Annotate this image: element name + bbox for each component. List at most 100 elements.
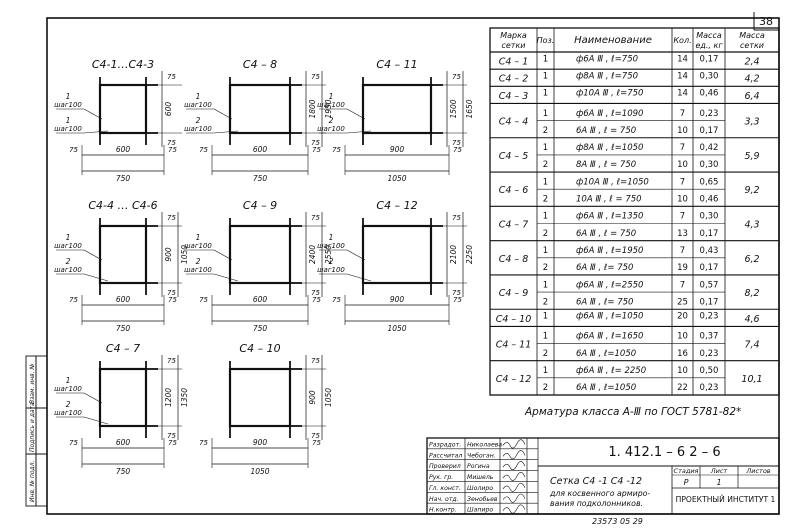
role-label: Рассчитал: [429, 452, 462, 459]
signature-mark: [502, 439, 526, 449]
sheets-label: Листов: [745, 467, 770, 475]
line-quantity: 7: [680, 109, 685, 119]
line-name: ф6А Ⅲ , ℓ= 2250: [576, 366, 646, 376]
position-2-step: шаг100: [317, 125, 345, 133]
line-unit-mass: 0,30: [700, 160, 719, 170]
dim-width-total: 1050: [387, 174, 406, 183]
role-name: Зенобьев: [467, 495, 498, 503]
position-2-label: 2: [66, 257, 71, 266]
header-mark-line2: сетки: [501, 41, 525, 50]
dim-right-overhang: 75: [312, 439, 321, 447]
dim-left-overhang: 75: [69, 146, 78, 154]
line-position: 2: [543, 383, 548, 393]
line-unit-mass: 0,23: [700, 383, 719, 393]
signature-mark: [502, 450, 526, 460]
line-position: 1: [543, 246, 548, 256]
row-mark: С4 – 9: [499, 288, 529, 299]
position-1-step: шаг100: [184, 242, 212, 250]
dim-bottom-overhang: 75: [167, 432, 176, 440]
row-mark: С4 – 12: [496, 374, 532, 385]
dim-height-inner: 900: [164, 247, 173, 262]
line-quantity: 19: [677, 263, 688, 273]
role-label: Рук. гр.: [429, 474, 453, 481]
dim-bottom-overhang: 75: [452, 289, 461, 297]
dim-height-total: 1050: [324, 388, 333, 407]
position-1-label: 1: [66, 233, 71, 242]
stamp-signature-date-label: Подпись и дата: [29, 402, 36, 452]
dim-left-overhang: 75: [332, 296, 341, 304]
line-position: 1: [543, 312, 548, 322]
dim-height-inner: 2400: [308, 245, 317, 264]
dim-width-inner: 600: [116, 295, 131, 304]
dim-left-overhang: 75: [199, 296, 208, 304]
row-mesh-mass: 8,2: [744, 288, 759, 299]
dim-height-total: 1050: [180, 245, 189, 264]
role-label: Нач. отд.: [429, 496, 459, 503]
header-unit-mass-line2: ед., кг: [695, 41, 723, 50]
line-name: ф10А Ⅲ , ℓ=1050: [576, 177, 649, 187]
dim-height-inner: 2100: [449, 245, 458, 264]
position-1-label: 1: [329, 92, 334, 101]
leader-line: [83, 416, 109, 425]
position-2-step: шаг100: [184, 266, 212, 274]
line-quantity: 14: [677, 72, 688, 82]
line-quantity: 7: [680, 143, 685, 153]
position-2-label: 2: [329, 257, 334, 266]
role-name: Рогина: [467, 463, 490, 470]
line-name: 6А Ⅲ , ℓ= 750: [576, 297, 633, 307]
line-unit-mass: 0,17: [700, 126, 719, 136]
line-quantity: 7: [680, 212, 685, 222]
line-unit-mass: 0,43: [700, 246, 719, 256]
role-name: Шапиро: [467, 507, 493, 514]
role-name: Чебоган.: [467, 451, 496, 459]
line-position: 1: [543, 212, 548, 222]
sheet-value: 1: [716, 478, 721, 487]
row-mesh-mass: 5,9: [744, 151, 759, 162]
line-unit-mass: 0,23: [700, 109, 719, 119]
row-mark: С4 – 7: [499, 220, 529, 231]
row-mesh-mass: 9,2: [744, 185, 759, 196]
header-unit-mass-line1: Масса: [696, 31, 722, 40]
mesh-outline: [361, 83, 433, 135]
line-unit-mass: 0,42: [700, 143, 719, 153]
line-unit-mass: 0,23: [700, 312, 719, 322]
dim-width-inner: 900: [390, 145, 405, 154]
line-position: 1: [543, 72, 548, 82]
dim-top-overhang: 75: [452, 214, 461, 222]
position-1-step: шаг100: [317, 101, 345, 109]
mesh-title: С4 – 7: [106, 342, 140, 355]
line-position: 1: [543, 109, 548, 119]
line-position: 1: [543, 89, 548, 99]
line-position: 2: [543, 297, 548, 307]
header-mesh-mass-line1: Масса: [739, 31, 765, 40]
header-mark-line1: Марка: [500, 31, 527, 40]
position-2-step: шаг100: [54, 409, 82, 417]
archive-number: 23573 05 29: [592, 517, 643, 526]
line-unit-mass: 0,30: [700, 212, 719, 222]
dim-right-overhang: 75: [168, 146, 177, 154]
role-name: Николаева: [467, 441, 502, 448]
position-2-label: 2: [196, 257, 201, 266]
line-name: 6А Ⅲ , ℓ = 750: [576, 126, 636, 136]
line-name: 6А Ⅲ , ℓ= 750: [576, 263, 633, 273]
row-mark: С4 – 6: [499, 185, 529, 196]
dim-height-total: 1350: [180, 388, 189, 407]
dim-bottom-overhang: 75: [167, 139, 176, 147]
dim-width-total: 1050: [387, 324, 406, 333]
leader-line: [83, 108, 103, 120]
row-mesh-mass: 10,1: [741, 374, 762, 385]
line-quantity: 10: [677, 332, 688, 342]
dim-width-total: 750: [253, 174, 268, 183]
line-quantity: 25: [677, 297, 688, 307]
stage-label: Стадия: [674, 467, 699, 475]
row-mark: С4 – 3: [499, 91, 529, 102]
line-quantity: 7: [680, 280, 685, 290]
position-1-label: 1: [66, 376, 71, 385]
line-position: 1: [543, 280, 548, 290]
dim-left-overhang: 75: [69, 439, 78, 447]
